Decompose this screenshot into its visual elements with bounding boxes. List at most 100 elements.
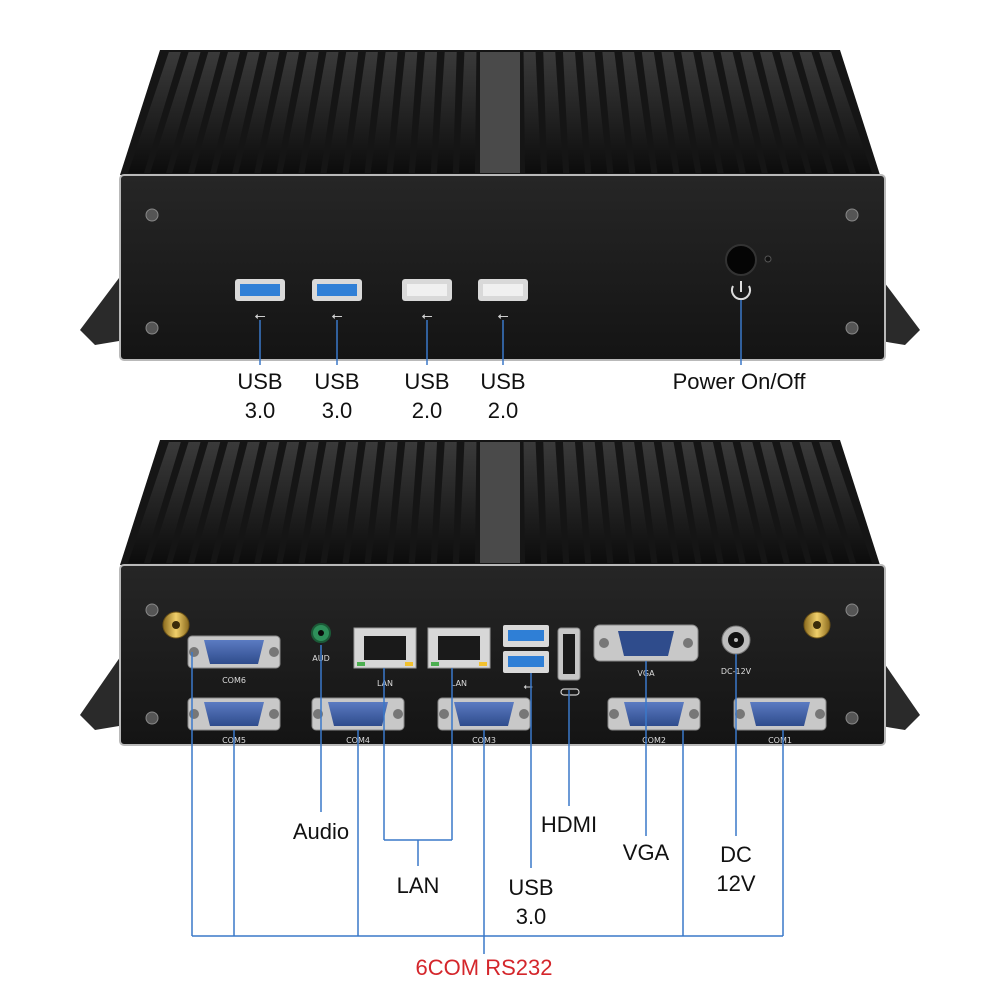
heatsink-fin xyxy=(700,442,740,563)
antenna-connector-right xyxy=(803,611,831,639)
heatsink-fin xyxy=(326,442,359,563)
left-bracket-front xyxy=(80,270,125,345)
heatsink-fin xyxy=(681,52,718,173)
usb2-tongue xyxy=(483,284,523,296)
heatsink-fin xyxy=(641,52,674,173)
com6-port[interactable] xyxy=(187,635,281,669)
usb-label-1-line1: USB xyxy=(237,369,282,394)
front-heatsink-fins xyxy=(128,52,872,173)
usb-port-3[interactable] xyxy=(402,279,452,301)
screw-icon xyxy=(189,647,199,657)
com4-port[interactable] xyxy=(311,697,405,731)
power-button[interactable] xyxy=(725,244,757,276)
lan-port-1[interactable] xyxy=(353,627,417,669)
heatsink-fin xyxy=(304,442,339,563)
heatsink-fin xyxy=(150,52,201,173)
com3-port[interactable] xyxy=(437,697,531,731)
heatsink-fin xyxy=(282,52,319,173)
heatsink-fin xyxy=(414,442,438,563)
usb-label-3-line2: 2.0 xyxy=(412,398,443,423)
db9-body xyxy=(204,640,264,664)
usb3-tongue xyxy=(240,284,280,296)
com-label: 6COM RS232 xyxy=(416,955,553,980)
usb-label-4-line2: 2.0 xyxy=(488,398,519,423)
heatsink-fin xyxy=(370,442,398,563)
hdmi-port[interactable] xyxy=(557,627,581,681)
heatsink-fin xyxy=(602,442,630,563)
heatsink-channel xyxy=(480,52,520,173)
heatsink-fin xyxy=(681,442,718,563)
usb-label-2-line2: 3.0 xyxy=(322,398,353,423)
heatsink-fin xyxy=(458,52,477,173)
rear-labels: Audio LAN USB 3.0 HDMI VGA DC 12V 6COM R… xyxy=(293,812,756,980)
rear-usb3-stack[interactable] xyxy=(503,625,549,673)
heatsink-fin xyxy=(799,52,850,173)
screw-icon xyxy=(145,321,159,335)
audio-jack[interactable] xyxy=(311,623,331,643)
heatsink-fin xyxy=(392,442,418,563)
heatsink-fin xyxy=(622,52,652,173)
heatsink-fin xyxy=(740,52,784,173)
usb-rear-label-line2: 3.0 xyxy=(516,904,547,929)
heatsink-fin xyxy=(348,442,378,563)
heatsink-fin xyxy=(760,442,806,563)
heatsink-channel xyxy=(480,442,520,563)
heatsink-fin xyxy=(172,442,221,563)
heatsink-fin xyxy=(779,442,828,563)
heatsink-fin xyxy=(523,442,542,563)
heatsink-fin xyxy=(819,442,872,563)
front-callout-lines xyxy=(259,300,742,365)
heatsink-fin xyxy=(523,52,542,173)
lan-port-2[interactable] xyxy=(427,627,491,669)
power-label: Power On/Off xyxy=(673,369,807,394)
heatsink-fin xyxy=(543,442,564,563)
vga-port[interactable] xyxy=(593,624,699,662)
com5-port[interactable] xyxy=(187,697,281,731)
hdmi-logo-icon xyxy=(560,688,580,696)
heatsink-fin xyxy=(436,52,457,173)
hdmi-label: HDMI xyxy=(541,812,597,837)
screw-icon xyxy=(845,711,859,725)
heatsink-fin xyxy=(436,442,457,563)
screw-icon xyxy=(845,208,859,222)
heatsink-fin xyxy=(799,442,850,563)
heatsink-fin xyxy=(370,52,398,173)
heatsink-fin xyxy=(562,442,586,563)
heatsink-fin xyxy=(760,52,806,173)
lan-led-green xyxy=(357,662,365,666)
heatsink-fin xyxy=(260,442,300,563)
heatsink-fin xyxy=(348,52,378,173)
heatsink-fin xyxy=(720,52,762,173)
usb-port-2[interactable] xyxy=(312,279,362,301)
heatsink-fin xyxy=(740,442,784,563)
heatsink-fin xyxy=(238,52,280,173)
heatsink-fin xyxy=(720,442,762,563)
heatsink-fin xyxy=(414,52,438,173)
usb-label-1-line2: 3.0 xyxy=(245,398,276,423)
usb-port-1[interactable] xyxy=(235,279,285,301)
heatsink-fin xyxy=(260,52,300,173)
com1-port[interactable] xyxy=(733,697,827,731)
heatsink-fin xyxy=(543,52,564,173)
usb-symbol-icon: ⭠ xyxy=(331,308,342,324)
lan-led-yellow xyxy=(479,662,487,666)
usb-symbol-icon: ⭠ xyxy=(497,308,508,324)
screw-icon xyxy=(845,603,859,617)
heatsink-fin xyxy=(128,52,181,173)
heatsink-fin xyxy=(172,52,221,173)
screw-icon xyxy=(145,208,159,222)
dc-jack[interactable] xyxy=(721,625,751,655)
heatsink-fin xyxy=(238,442,280,563)
audio-label: Audio xyxy=(293,819,349,844)
heatsink-fin xyxy=(582,442,608,563)
usb2-tongue xyxy=(407,284,447,296)
heatsink-fin xyxy=(602,52,630,173)
com2-port[interactable] xyxy=(607,697,701,731)
heatsink-fin xyxy=(458,442,477,563)
usb3-tongue xyxy=(317,284,357,296)
usb-port-4[interactable] xyxy=(478,279,528,301)
front-unit: ⭠ ⭠ ⭠ ⭠ xyxy=(80,50,920,361)
heatsink-fin xyxy=(779,52,828,173)
lan-label: LAN xyxy=(397,873,440,898)
